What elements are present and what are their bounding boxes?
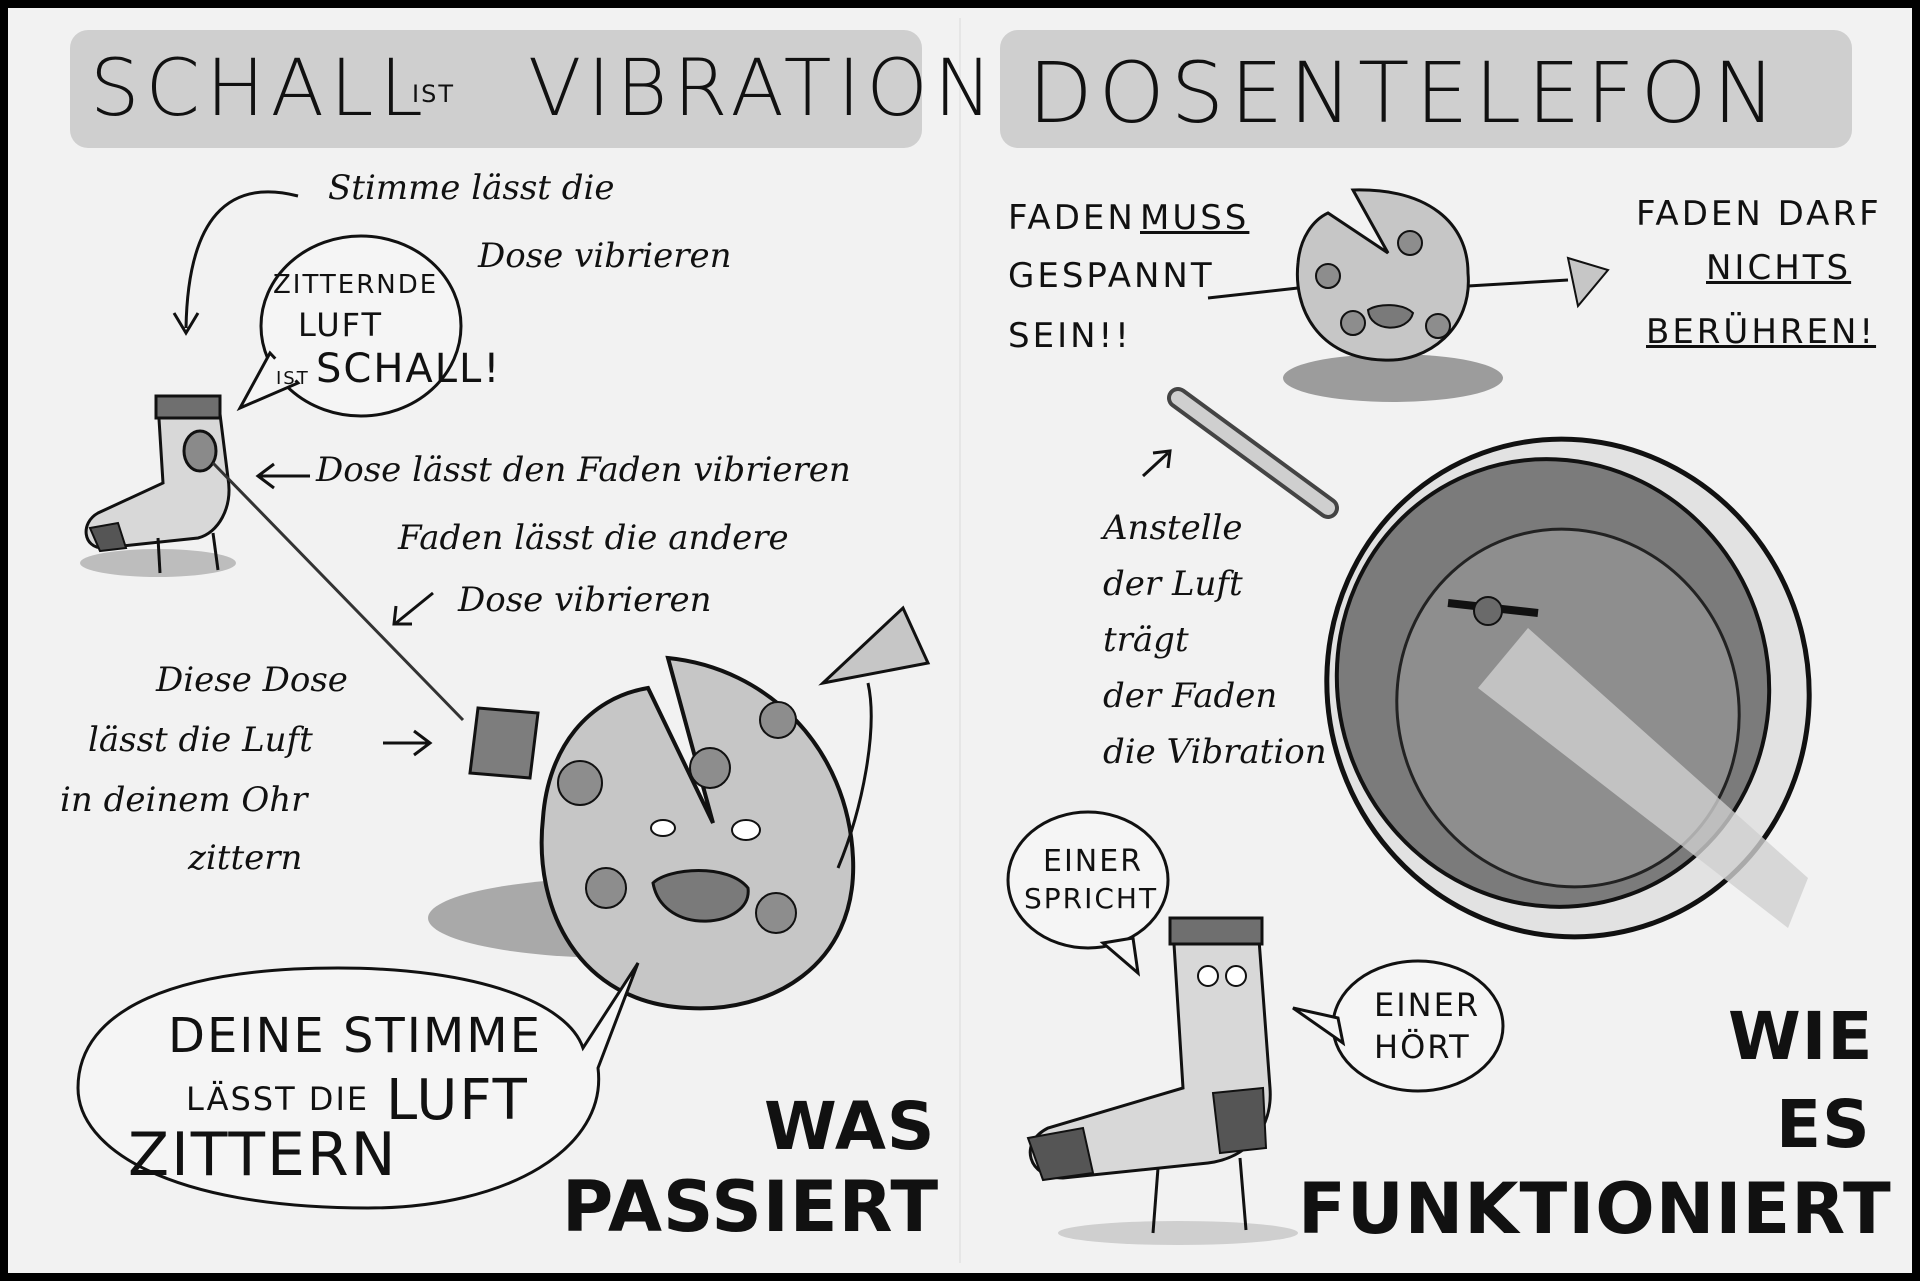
big-tin-can (1167, 387, 1812, 940)
left-title-word-3: VIBRATION (528, 44, 999, 134)
note-line4: der Faden (1103, 676, 1278, 716)
rule1-emphasis: MUSS (1140, 198, 1250, 238)
note-voice-line1: Stimme lässt die (328, 168, 615, 208)
right-corner-line3: FUNKTIONIERT (1298, 1168, 1892, 1250)
can-at-ear (468, 706, 540, 780)
rule1-line3: SEIN!! (1008, 316, 1132, 356)
voice-speech-bubble (76, 962, 640, 1210)
listener-speech-bubble (1292, 959, 1505, 1093)
big-bubble-word-tremble: ZITTERN (128, 1120, 398, 1190)
bubble-air-line3: SCHALL! (316, 346, 502, 392)
illustration-page: SCHALL IST VIBRATION Stimme lässt die Do… (8, 8, 1912, 1273)
rule2-line3: BERÜHREN! (1646, 312, 1877, 352)
note-thread-line2: Dose vibrieren (458, 580, 712, 620)
left-title-word-2: IST (412, 80, 455, 108)
note-line3: trägt (1103, 620, 1189, 660)
rule1-line2: GESPANNT (1008, 256, 1215, 296)
note-ear-line3: in deinem Ohr (60, 780, 308, 820)
big-bubble-word-air: LUFT (386, 1068, 529, 1133)
left-title-banner (70, 30, 922, 148)
note-thread-line1: Faden lässt die andere (398, 518, 789, 558)
big-bubble-line2: LÄSST DIE (186, 1080, 370, 1118)
right-title: DOSENTELEFON (1028, 44, 1782, 142)
rule2-line1: FADEN DARF (1636, 194, 1882, 234)
string-left (211, 461, 465, 722)
bubble-air-line2: LUFT (298, 306, 384, 344)
rule2-emphasis: NICHTS (1706, 248, 1852, 288)
speaker-bubble-line1: EINER (1043, 844, 1144, 879)
air-speech-bubble (236, 234, 463, 418)
right-title-banner (1000, 30, 1852, 148)
sock-character-right (1026, 916, 1298, 1245)
note-ear-line4: zittern (188, 838, 303, 878)
right-corner-line2: ES (1776, 1086, 1871, 1163)
sock-with-can (80, 394, 236, 577)
left-title-word-1: SCHALL (90, 44, 429, 134)
bubble-air-line3-small: IST (276, 368, 310, 389)
voice-arrow (184, 190, 299, 329)
speaker-speech-bubble (1006, 810, 1170, 977)
bubble-air-line1: ZITTERNDE (273, 270, 439, 300)
left-corner-line1: WAS (764, 1088, 936, 1165)
right-corner-line1: WIE (1728, 998, 1874, 1075)
note-line1: Anstelle (1103, 508, 1243, 548)
speaker-bubble-line2: SPRICHT (1024, 882, 1159, 915)
note-can-thread: Dose lässt den Faden vibrieren (316, 450, 851, 490)
drawing-layer (76, 18, 1812, 1263)
note-line2: der Luft (1103, 564, 1243, 604)
note-ear-line1: Diese Dose (156, 660, 348, 700)
left-corner-line2: PASSIERT (562, 1166, 940, 1248)
pizza-monster-left (428, 605, 931, 1011)
rule1-line1-word: FADEN (1008, 198, 1136, 238)
note-voice-line2: Dose vibrieren (478, 236, 732, 276)
pizza-slice (818, 605, 931, 686)
big-bubble-line1: DEINE STIMME (168, 1008, 543, 1064)
pizza-monster-right (1207, 188, 1610, 402)
listener-bubble-line2: HÖRT (1374, 1028, 1471, 1066)
listener-bubble-line1: EINER (1374, 986, 1481, 1024)
note-ear-line2: lässt die Luft (88, 720, 313, 760)
note-line5: die Vibration (1103, 732, 1327, 772)
